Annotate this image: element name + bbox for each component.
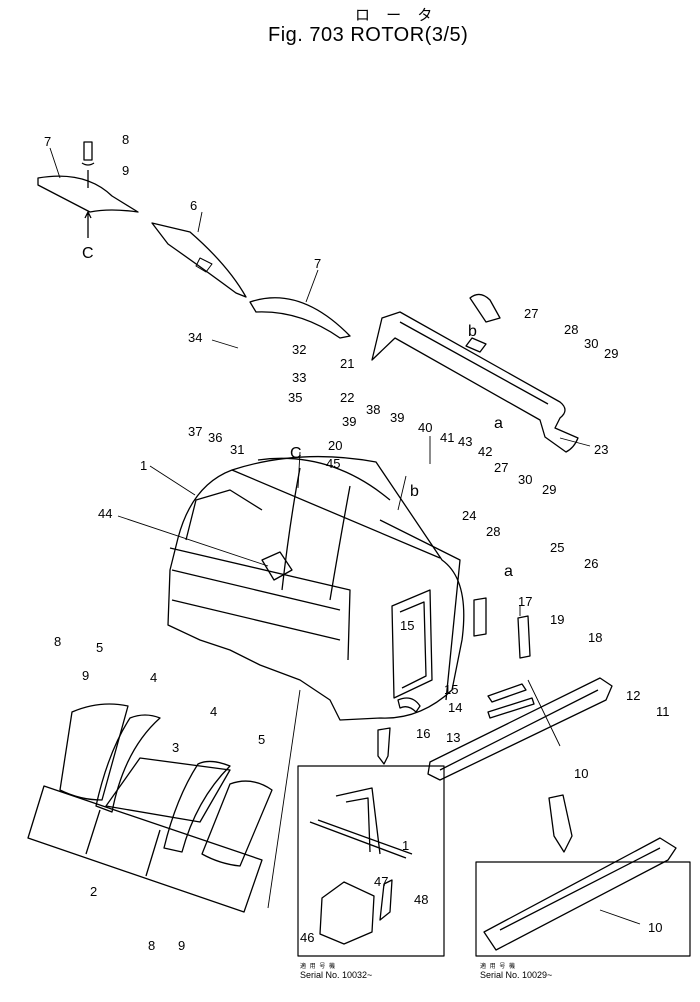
inset-right-serial-label-jp: 適 用 号 機: [480, 964, 517, 970]
rotor-housing-1: [167, 455, 465, 721]
title-japanese: ロ ー タ: [355, 7, 439, 24]
callout-9-top: 9: [122, 163, 129, 178]
callout-23: 23: [594, 442, 608, 457]
callout-c-left: C: [82, 245, 94, 262]
callout-4-left: 4: [150, 670, 157, 685]
callout-41: 41: [440, 430, 454, 445]
bottom-pan-10: [427, 677, 613, 781]
callout-7-right: 7: [314, 256, 321, 271]
callout-31: 31: [230, 442, 244, 457]
callout-13: 13: [446, 730, 460, 745]
callout-29-right: 29: [542, 482, 556, 497]
callout-b-top: b: [468, 323, 477, 340]
callout-28-right: 28: [486, 524, 500, 539]
callout-25: 25: [550, 540, 564, 555]
callout-19: 19: [550, 612, 564, 627]
inset-left-serial-label-jp: 適 用 号 機: [300, 964, 337, 970]
callout-40: 40: [418, 420, 432, 435]
callout-20: 20: [328, 438, 342, 453]
callout-27-top: 27: [524, 306, 538, 321]
callout-2: 2: [90, 884, 97, 899]
callout-9-bottom: 9: [178, 938, 185, 953]
callout-27-right: 27: [494, 460, 508, 475]
callout-a-right: a: [504, 563, 513, 580]
callout-33: 33: [292, 370, 306, 385]
callout-18: 18: [588, 630, 602, 645]
callout-28-top: 28: [564, 322, 578, 337]
callout-6: 6: [190, 198, 197, 213]
callout-42: 42: [478, 444, 492, 459]
liner-5-right: [201, 780, 273, 867]
callout-39-right: 39: [390, 410, 404, 425]
callout-4-right: 4: [210, 704, 217, 719]
callout-17: 17: [518, 594, 532, 609]
callout-10-inset: 10: [648, 920, 662, 935]
side-plates-2: [27, 785, 263, 913]
inset-right-serial-number: Serial No. 10029~: [480, 970, 553, 980]
callout-26: 26: [584, 556, 598, 571]
callout-30-top: 30: [584, 336, 598, 351]
door-opening: [391, 589, 433, 699]
callout-39-left: 39: [342, 414, 356, 429]
figure-title: Fig. 703 ROTOR(3/5): [268, 24, 469, 46]
callout-43: 43: [458, 434, 472, 449]
liner-4-right: [163, 760, 231, 853]
callout-38: 38: [366, 402, 380, 417]
callout-37: 37: [188, 424, 202, 439]
callout-48: 48: [414, 892, 428, 907]
callout-10-main: 10: [574, 766, 588, 781]
callout-24: 24: [462, 508, 476, 523]
callout-8-bottom: 8: [148, 938, 155, 953]
callout-46: 46: [300, 930, 314, 945]
callout-9-left: 9: [82, 668, 89, 683]
callout-29-top: 29: [604, 346, 618, 361]
callout-11: 11: [656, 704, 670, 719]
callout-34: 34: [188, 330, 202, 345]
callout-16: 16: [416, 726, 430, 741]
cover-panel-7-left: [37, 175, 139, 213]
callout-12: 12: [626, 688, 640, 703]
callout-8-left: 8: [54, 634, 61, 649]
inset-serial-10029: [475, 861, 691, 957]
callout-3: 3: [172, 740, 179, 755]
inset-serial-10032: [297, 765, 445, 957]
callout-b-center: b: [410, 483, 419, 500]
callout-35: 35: [288, 390, 302, 405]
inset-left-serial-number: Serial No. 10032~: [300, 970, 373, 980]
liner-4-left: [95, 714, 161, 813]
liner-5-left: [59, 703, 129, 801]
callout-1-inset: 1: [402, 838, 409, 853]
callout-22: 22: [340, 390, 354, 405]
callout-30-right: 30: [518, 472, 532, 487]
cover-panel-6: [151, 222, 247, 298]
callout-15-lower: 15: [444, 682, 458, 697]
callout-5-left: 5: [96, 640, 103, 655]
callout-a-top: a: [494, 415, 503, 432]
deflector-23: [371, 311, 579, 453]
callout-1: 1: [140, 458, 147, 473]
callout-5-right: 5: [258, 732, 265, 747]
liner-3: [105, 757, 231, 823]
callout-45: 45: [326, 456, 340, 471]
callout-36: 36: [208, 430, 222, 445]
callout-44: 44: [98, 506, 112, 521]
callout-21: 21: [340, 356, 354, 371]
callout-c-center: C: [290, 445, 302, 462]
callout-32: 32: [292, 342, 306, 357]
callout-7-left: 7: [44, 134, 51, 149]
callout-15-upper: 15: [400, 618, 414, 633]
callout-8-top: 8: [122, 132, 129, 147]
callout-47: 47: [374, 874, 388, 889]
cover-panel-7-right: [249, 297, 351, 339]
callout-14: 14: [448, 700, 462, 715]
